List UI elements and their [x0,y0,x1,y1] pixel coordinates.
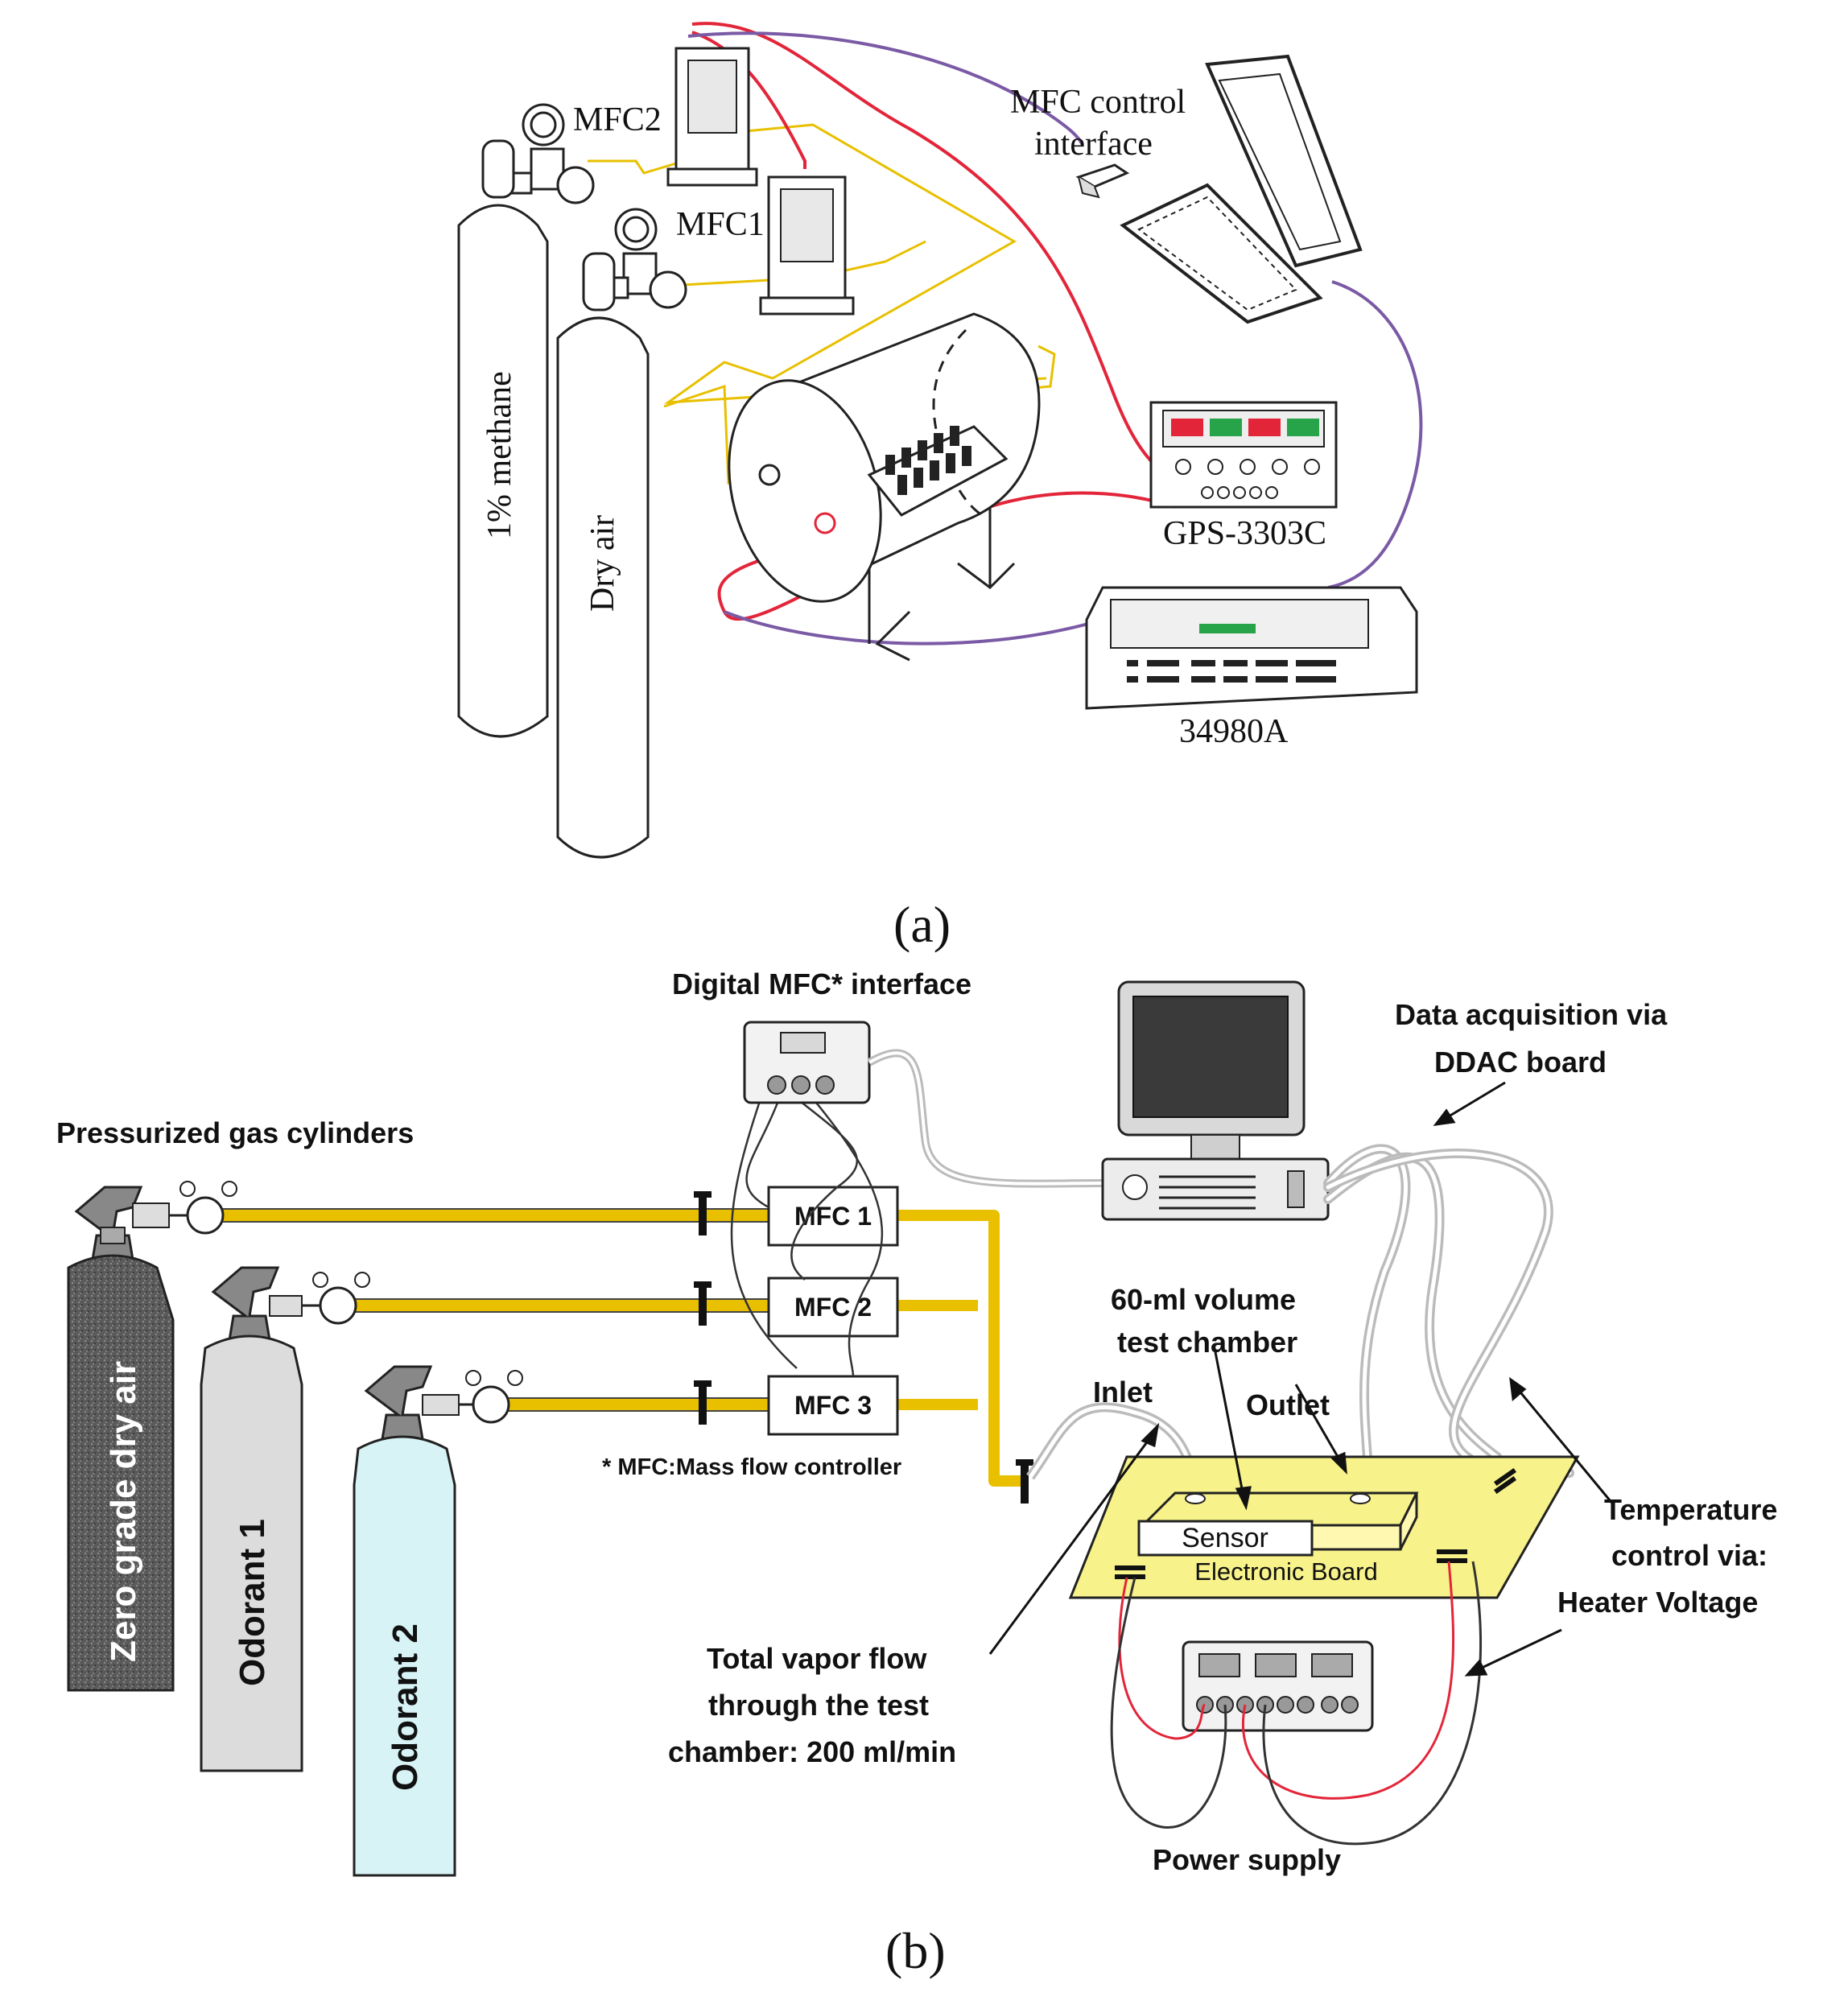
sensor-array [885,426,971,495]
valve-icons [694,1191,1033,1504]
label-odorant-2: Odorant 2 [386,1623,425,1791]
label-pressurized-gas-cylinders: Pressurized gas cylinders [56,1116,414,1149]
label-data-acquisition-line1: Data acquisition via [1395,998,1668,1031]
label-mfc-footnote: * MFC:Mass flow controller [602,1454,901,1480]
label-mfc2: MFC2 [573,101,662,138]
label-outlet: Outlet [1246,1388,1330,1421]
power-supply-device [1182,1640,1374,1732]
panel-b: MFC 1 MFC 2 MFC 3 [56,967,1777,1979]
cylinder-dry-air [556,252,650,859]
label-zero-grade-dry-air: Zero grade dry air [104,1361,143,1662]
cable-interface-to-computer [867,1049,1103,1188]
label-gps-3303c: GPS-3303C [1163,515,1326,552]
label-mfc-1: MFC 1 [794,1202,872,1231]
sensor-box: Sensor [1137,1520,1314,1557]
annotation-arrows [988,1081,1615,1677]
computer-monitor [1117,980,1306,1160]
mfc2-box: MFC 2 [767,1277,899,1338]
label-data-acquisition-line2: DDAC board [1434,1046,1607,1079]
digital-mfc-interface-device [743,1021,871,1104]
laptop [1120,54,1363,324]
mfc2-device [666,47,758,187]
label-electronic-board: Electronic Board [1194,1557,1377,1586]
panel-a: MFC2 MFC1 MFC control interface 1% metha… [457,22,1423,953]
gps-3303c-device [1149,401,1338,509]
label-flow-line1: Total vapor flow [707,1642,927,1675]
label-temperature-line1: Temperature [1604,1493,1777,1526]
mfc1-device [759,175,855,316]
label-mfc-2: MFC 2 [794,1293,872,1322]
cylinder-odorant-2 [353,1365,523,1877]
label-power-supply: Power supply [1153,1843,1341,1876]
label-mfc-control-line1: MFC control [1010,84,1186,121]
label-chamber-line2: test chamber [1117,1326,1297,1359]
ddac-cables [1323,1144,1574,1486]
regulator-methane [493,103,595,204]
label-mfc1: MFC1 [676,206,765,243]
test-chamber-drum [728,312,1041,662]
panel-b-gas-lines [221,1210,1026,1487]
label-inlet: Inlet [1093,1376,1153,1409]
label-dry-air-cylinder: Dry air [584,515,621,612]
label-sensor: Sensor [1182,1523,1268,1553]
label-mfc-control-line2: interface [1034,126,1153,163]
label-flow-line3: chamber: 200 ml/min [668,1735,956,1768]
caption-a: (a) [893,896,951,953]
cylinder-methane [457,139,549,738]
label-mfc-3: MFC 3 [794,1391,872,1420]
board-connectors [1115,1467,1517,1579]
label-temperature-line2: control via: [1611,1539,1768,1572]
label-digital-mfc-interface: Digital MFC* interface [672,967,971,1000]
cylinder-zero-grade-dry-air [67,1181,237,1692]
label-methane-cylinder: 1% methane [481,371,518,539]
computer-tower [1101,1157,1330,1221]
label-34980a: 34980A [1179,713,1289,750]
label-chamber-line1: 60-ml volume [1111,1283,1296,1316]
mfc1-box: MFC 1 [767,1186,899,1247]
caption-b: (b) [885,1922,946,1979]
daq-34980a-device [1085,586,1418,710]
cylinder-odorant-1 [200,1266,370,1772]
label-odorant-1: Odorant 1 [233,1519,272,1686]
label-temperature-line3: Heater Voltage [1557,1586,1758,1619]
label-flow-line2: through the test [708,1689,929,1722]
mfc-signal-wires [730,1098,884,1377]
mfc3-box: MFC 3 [767,1375,899,1436]
mfc-control-interface-box [1075,163,1130,199]
